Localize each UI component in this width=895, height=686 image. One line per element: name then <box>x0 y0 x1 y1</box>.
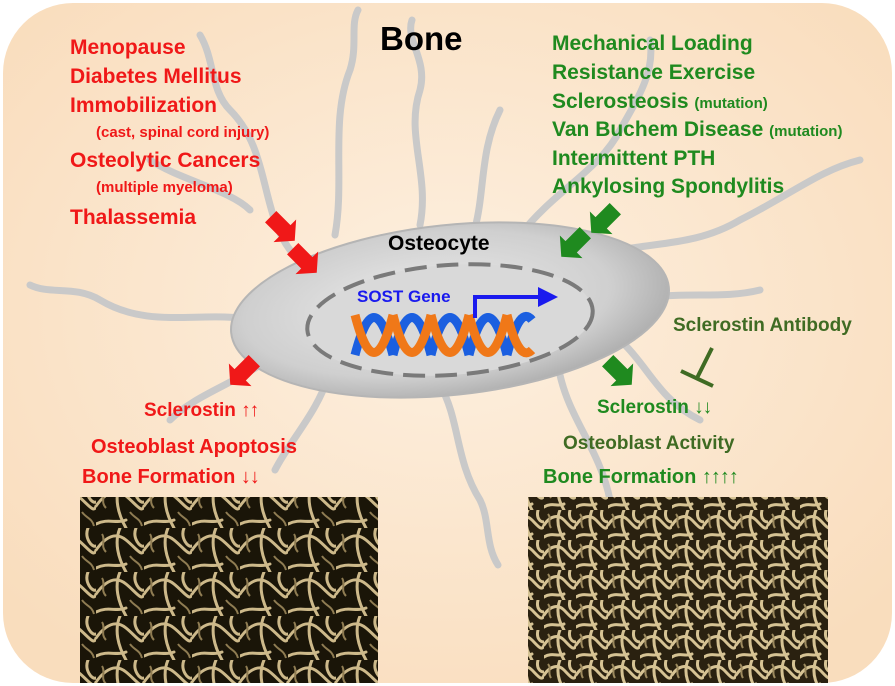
left-factor: Diabetes Mellitus <box>70 66 242 87</box>
right-factor: Mechanical Loading <box>552 33 753 54</box>
right-bone-formation-label: Bone Formation ↑↑↑↑ <box>543 467 738 487</box>
left-factor: Menopause <box>70 37 186 58</box>
left-factor-note: (cast, spinal cord injury) <box>96 125 269 140</box>
osteocyte-label: Osteocyte <box>388 233 490 254</box>
left-bone-formation-label: Bone Formation ↓↓ <box>82 467 259 487</box>
right-sclerostin-label: Sclerostin ↓↓ <box>597 398 711 417</box>
osteoblast-apoptosis-label: Osteoblast Apoptosis <box>91 437 297 457</box>
mutation-note: (mutation) <box>769 123 842 140</box>
dense-bone-micrograph <box>528 497 828 683</box>
sost-gene-label: SOST Gene <box>357 288 451 305</box>
left-factor: Thalassemia <box>70 207 196 228</box>
right-factor: Intermittent PTH <box>552 148 715 169</box>
left-factor: Osteolytic Cancers <box>70 150 260 171</box>
right-factor: Ankylosing Spondylitis <box>552 176 784 197</box>
down-arrows-icon: ↓↓ <box>241 466 259 488</box>
left-factor-note: (multiple myeloma) <box>96 180 233 195</box>
down-arrows-icon: ↓↓ <box>694 397 711 418</box>
right-factor: Resistance Exercise <box>552 62 755 83</box>
right-factor: Sclerosteosis (mutation) <box>552 91 768 112</box>
left-factor: Immobilization <box>70 95 217 116</box>
up-arrows-icon: ↑↑↑↑ <box>702 466 738 488</box>
osteoblast-activity-label: Osteoblast Activity <box>563 434 734 453</box>
sclerostin-antibody-label: Sclerostin Antibody <box>673 316 852 335</box>
right-factor: Van Buchem Disease (mutation) <box>552 119 842 140</box>
diagram-title: Bone <box>380 22 463 55</box>
up-arrows-icon: ↑↑ <box>241 400 258 421</box>
left-sclerostin-label: Sclerostin ↑↑ <box>144 401 258 420</box>
mutation-note: (mutation) <box>694 95 767 112</box>
sparse-bone-micrograph <box>80 497 378 683</box>
